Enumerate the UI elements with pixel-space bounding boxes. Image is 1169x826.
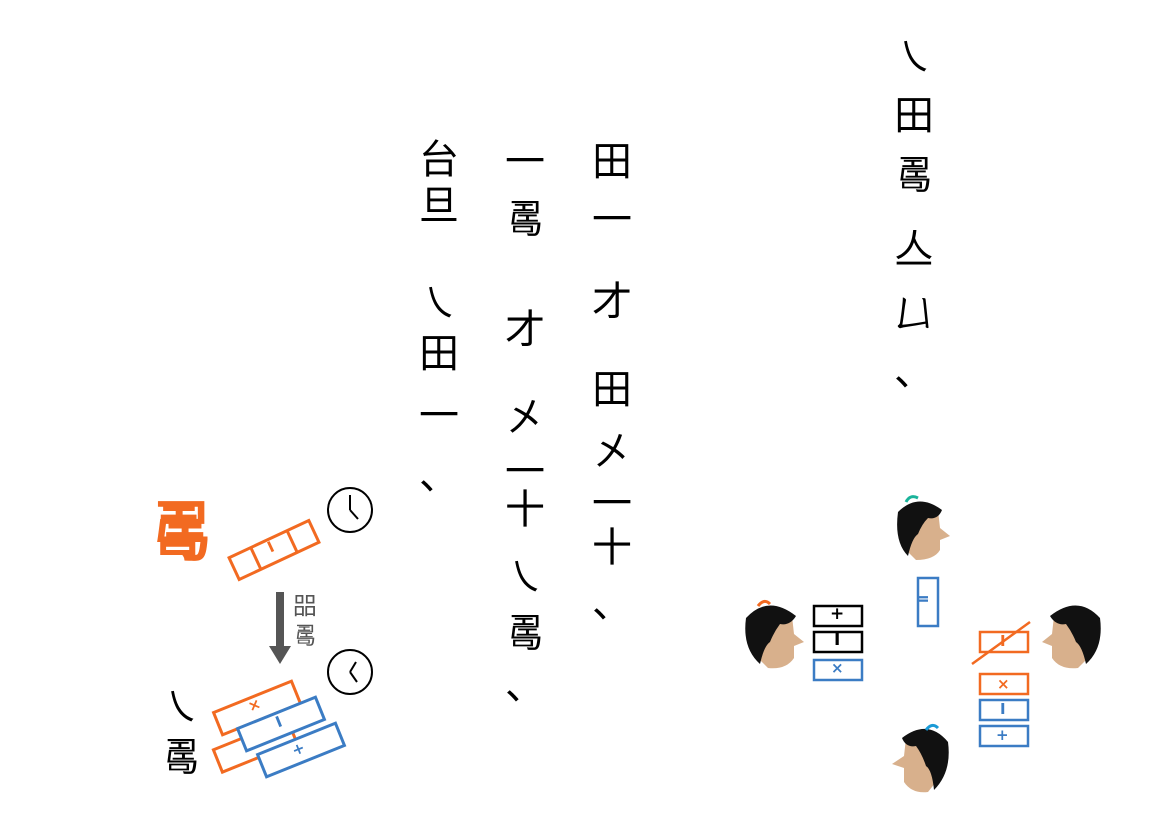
column-char: ㇏	[505, 555, 545, 601]
person-head-icon	[1042, 605, 1101, 669]
column-char: 田	[894, 93, 934, 139]
person-head-icon	[745, 599, 804, 669]
stacked-slips	[211, 679, 347, 779]
column-char: 一	[592, 481, 632, 527]
column-char: 、	[419, 453, 459, 499]
column-char: 一	[505, 449, 545, 495]
column-char: 𠙴	[894, 291, 934, 337]
column-char: 、	[592, 581, 632, 627]
column-char: 十	[592, 525, 632, 571]
arrow-label-char: 㗊	[293, 592, 317, 620]
text-column-3: 田 一 才 田 㐅 一 十 、	[584, 142, 640, 630]
column-char: 一	[505, 139, 545, 185]
column-char: 田	[592, 139, 632, 185]
clock-icon	[327, 649, 373, 695]
column-char: 一	[592, 197, 632, 243]
token-mark: Ⅱ	[915, 595, 930, 603]
column-char: 十	[505, 487, 545, 533]
down-arrow-icon	[269, 592, 291, 664]
column-char: 田	[419, 331, 459, 377]
column-char: 田	[592, 367, 632, 413]
bottom-label-char: 𠷎	[161, 735, 201, 781]
person-head-icon	[897, 495, 950, 560]
column-char: ㇏	[894, 35, 934, 81]
token-mark: ×	[997, 675, 1010, 693]
text-column-2: 一 𠷎 才 㐅 一 十 ㇏ 𠷎 、	[497, 142, 553, 706]
token-mark: I	[834, 630, 841, 650]
top-slip	[227, 518, 321, 582]
column-char: 亼	[894, 227, 934, 273]
column-char: 一	[419, 393, 459, 439]
column-char: 㐅	[592, 429, 632, 475]
column-char: 旦	[419, 183, 459, 229]
token-mark: I	[1000, 632, 1006, 650]
token-mark: I	[1000, 700, 1006, 718]
column-char: 𠷎	[894, 153, 934, 199]
column-char: 𠷎	[505, 197, 545, 243]
column-char: 、	[505, 663, 545, 709]
big-orange-char: 𠷎	[148, 494, 214, 571]
column-char: 㐅	[505, 395, 545, 441]
arrow-label-char: 𠷎	[293, 622, 317, 650]
clock-icon	[327, 487, 373, 533]
token-mark: ×	[831, 659, 844, 677]
text-column-right: ㇏ 田 𠷎 亼 𠙴 、	[886, 38, 942, 402]
column-char: 𠷎	[505, 611, 545, 657]
column-char: 台	[419, 137, 459, 183]
token-mark: +	[830, 604, 845, 624]
bottom-label-char: ㇏	[161, 685, 201, 731]
token-vertical	[916, 576, 940, 628]
person-head-icon	[892, 723, 949, 793]
token-stack-left	[812, 604, 864, 682]
bottom-label: ㇏ 𠷎	[156, 688, 206, 788]
arrow-label: 㗊 𠷎	[288, 594, 322, 654]
column-char: 才	[505, 307, 545, 353]
column-char: 才	[592, 279, 632, 325]
column-char: ㇏	[419, 281, 459, 327]
token-stack-right	[971, 620, 1031, 748]
text-column-1: 台 旦 ㇏ 田 一 、	[411, 140, 467, 496]
column-char: 、	[894, 349, 934, 395]
token-mark: +	[996, 726, 1009, 744]
